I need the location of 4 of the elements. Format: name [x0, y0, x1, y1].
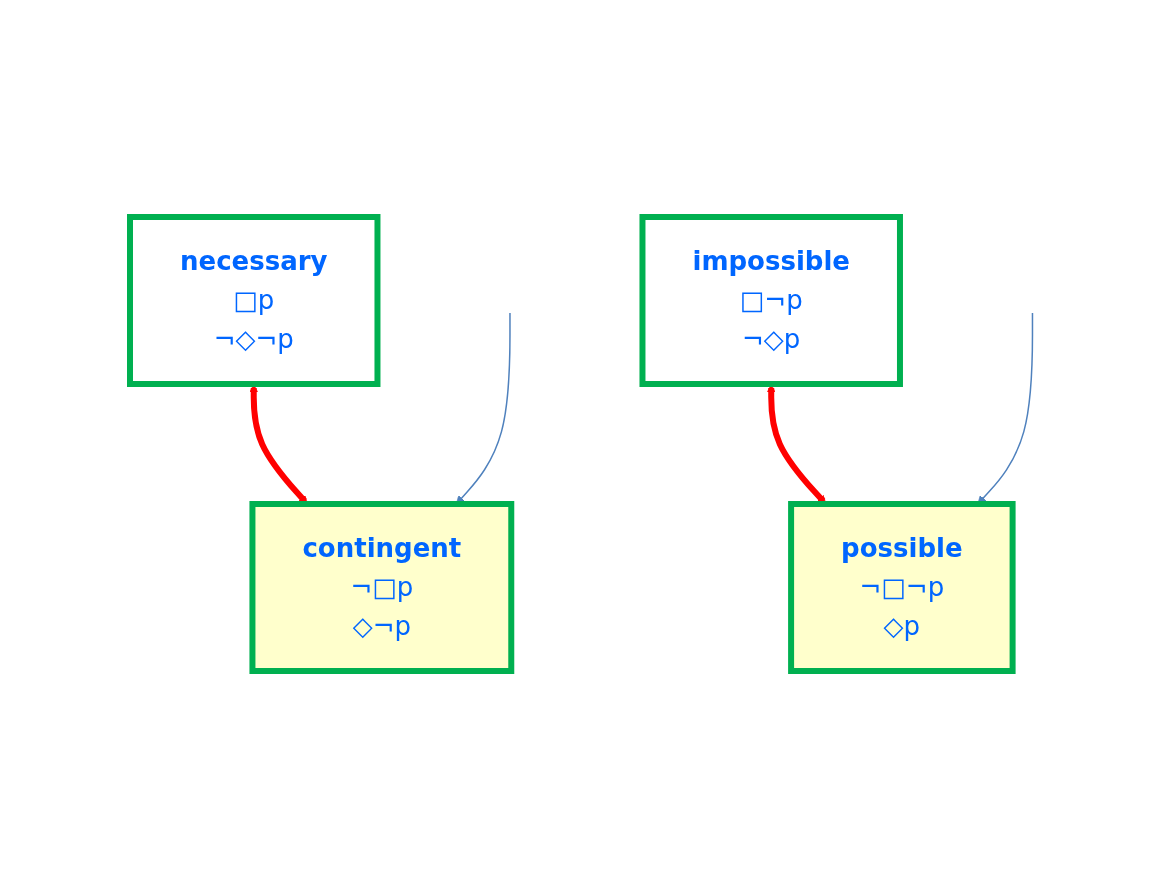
node-box: contingent ¬□p ◇¬p [248, 501, 514, 674]
node-box: impossible □¬p ¬◇p [639, 214, 903, 387]
node-box: possible ¬□¬p ◇p [787, 501, 1016, 674]
node-box: necessary □p ¬◇¬p [126, 214, 380, 387]
